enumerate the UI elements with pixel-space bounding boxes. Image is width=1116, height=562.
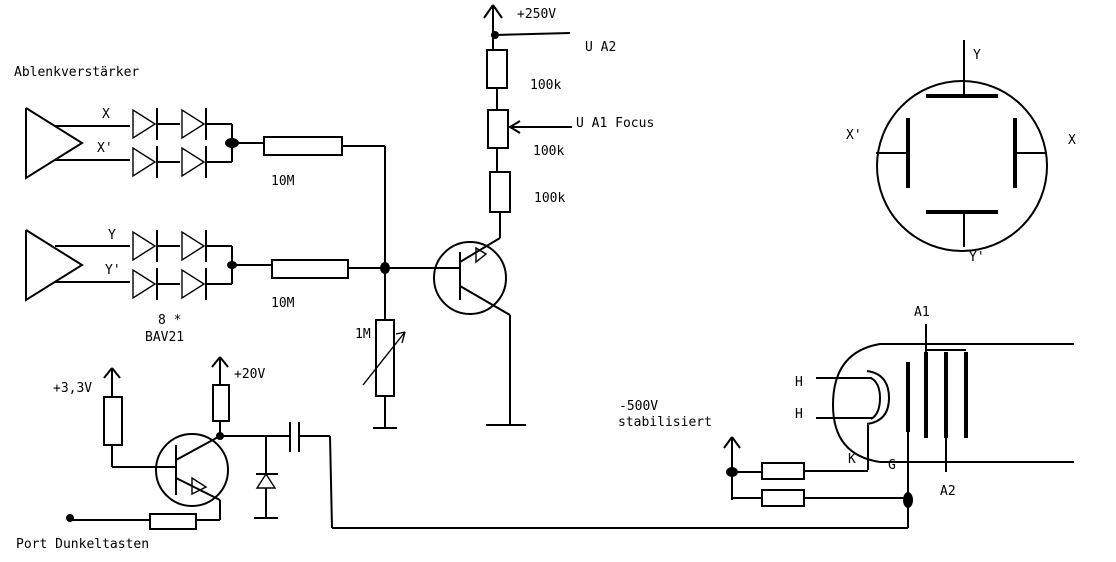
blanking-circuit bbox=[66, 356, 908, 530]
label-resistor-10m-x: 10M bbox=[271, 174, 295, 189]
deflection-plates bbox=[876, 40, 1048, 252]
diode-chain-y bbox=[132, 230, 233, 300]
amp-y bbox=[25, 229, 130, 302]
label-x: X bbox=[102, 107, 110, 122]
label-minus-500v: -500V bbox=[619, 399, 658, 414]
label-plus-3v3: +3,3V bbox=[53, 381, 92, 396]
label-plate-x-prime: X' bbox=[846, 128, 862, 143]
label-stabilisiert: stabilisiert bbox=[618, 415, 712, 430]
resistor-10m-y bbox=[227, 259, 433, 279]
label-plus-250v: +250V bbox=[517, 7, 556, 22]
label-grid: G bbox=[888, 458, 896, 473]
label-anode-a2: A2 bbox=[940, 484, 956, 499]
label-resistor-100k-top: 100k bbox=[530, 78, 561, 93]
amp-x bbox=[25, 107, 130, 180]
neg-500v-supply bbox=[723, 436, 908, 507]
label-diode-count: 8 * bbox=[158, 313, 181, 328]
label-ablenkverstaerker: Ablenkverstärker bbox=[14, 65, 139, 80]
transistor-main bbox=[433, 237, 526, 426]
label-resistor-10m-y: 10M bbox=[271, 296, 295, 311]
label-anode-a1: A1 bbox=[914, 305, 930, 320]
label-cathode: K bbox=[848, 452, 856, 467]
label-ua2: U A2 bbox=[585, 40, 616, 55]
label-port-dunkeltasten: Port Dunkeltasten bbox=[16, 537, 149, 552]
label-heater-1: H bbox=[795, 375, 803, 390]
label-diode-type: BAV21 bbox=[145, 330, 184, 345]
label-y-prime: Y' bbox=[105, 263, 121, 278]
potentiometer-1m bbox=[362, 268, 406, 429]
label-y: Y bbox=[108, 228, 116, 243]
label-potentiometer: 1M bbox=[355, 327, 371, 342]
diode-chain-x bbox=[132, 108, 233, 178]
label-resistor-100k-bottom: 100k bbox=[534, 191, 565, 206]
resistor-10m-x bbox=[225, 136, 386, 268]
label-plate-y: Y bbox=[973, 48, 981, 63]
label-ua1-focus: U A1 Focus bbox=[576, 116, 654, 131]
label-x-prime: X' bbox=[97, 141, 113, 156]
crt-tube bbox=[816, 324, 1074, 528]
label-resistor-100k-mid: 100k bbox=[533, 144, 564, 159]
label-plate-y-prime: Y' bbox=[969, 250, 985, 265]
label-plate-x: X bbox=[1068, 133, 1076, 148]
hv-divider bbox=[483, 4, 572, 238]
label-heater-2: H bbox=[795, 407, 803, 422]
label-plus-20v: +20V bbox=[234, 367, 265, 382]
